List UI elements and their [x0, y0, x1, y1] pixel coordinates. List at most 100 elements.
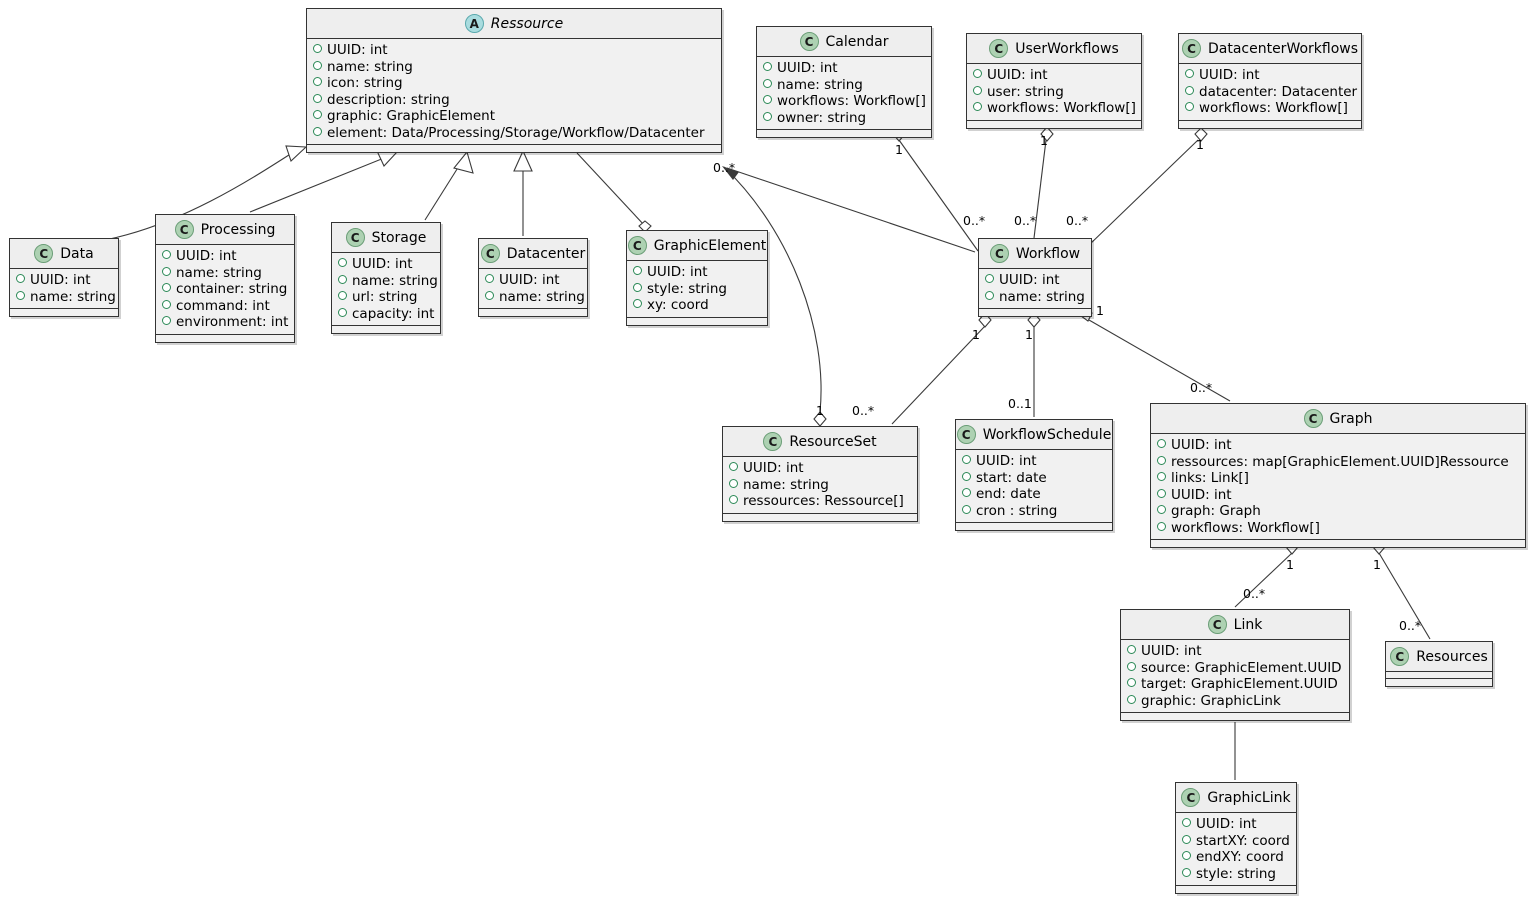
attribute-row: start: date: [962, 470, 1106, 487]
attribute-text: links: Link[]: [1171, 470, 1249, 486]
attribute-row: UUID: int: [16, 272, 112, 289]
attribute-row: name: string: [985, 289, 1085, 306]
class-methods-data: [10, 309, 118, 316]
attribute-text: style: string: [647, 280, 727, 297]
attribute-text: capacity: int: [352, 305, 435, 322]
visibility-public-icon: [1182, 867, 1191, 877]
attribute-row: description: string: [313, 92, 715, 109]
attribute-row: UUID: int: [1182, 816, 1290, 833]
visibility-public-icon: [338, 291, 347, 300]
visibility-public-icon: [162, 299, 171, 309]
visibility-public-icon: [633, 266, 642, 275]
visibility-public-icon: [729, 495, 738, 504]
attribute-row: graph: Graph: [1157, 503, 1519, 520]
class-title-datacenterworkflows: DatacenterWorkflows: [1207, 40, 1359, 57]
inheritance-arrow-processing: [376, 150, 399, 167]
attribute-row: startXY: coord: [1182, 833, 1290, 850]
attribute-row: UUID: int: [962, 453, 1106, 470]
attribute-text: workflows: Workflow[]: [1199, 100, 1348, 116]
multiplicity-label: 1: [816, 403, 824, 418]
attribute-row: UUID: int: [485, 272, 581, 289]
multiplicity-label: 0..1: [1008, 396, 1032, 411]
visibility-public-icon: [763, 95, 772, 104]
visibility-public-icon: [485, 274, 494, 283]
visibility-public-icon: [1185, 102, 1194, 111]
attribute-row: endXY: coord: [1182, 849, 1290, 866]
attribute-row: container: string: [162, 281, 288, 298]
concrete-class-badge-icon: C: [1207, 615, 1227, 634]
class-title-workflow: Workflow: [1015, 245, 1081, 262]
visibility-public-icon: [1182, 851, 1191, 860]
attribute-row: datacenter: Datacenter: [1185, 84, 1357, 101]
attribute-row: xy: coord: [633, 297, 761, 314]
class-title-data: Data: [60, 245, 94, 262]
class-methods-resourceset: [723, 513, 917, 521]
multiplicity-label: 0..*: [1014, 213, 1037, 228]
attribute-text: UUID: int: [976, 453, 1037, 469]
attribute-text: UUID: int: [987, 67, 1048, 83]
attribute-text: UUID: int: [176, 248, 237, 264]
attribute-row: name: string: [16, 289, 116, 306]
concrete-class-badge-icon: C: [956, 425, 976, 444]
visibility-public-icon: [313, 44, 322, 53]
attribute-row: icon: string: [313, 75, 715, 92]
class-attributes-resources: [1386, 672, 1492, 679]
visibility-public-icon: [313, 110, 322, 119]
attribute-text: name: string: [30, 288, 116, 305]
attribute-row: name: string: [763, 77, 925, 94]
attribute-text: endXY: coord: [1196, 849, 1284, 865]
visibility-public-icon: [729, 478, 738, 488]
visibility-public-icon: [338, 274, 347, 284]
attribute-text: style: string: [1196, 865, 1276, 882]
visibility-public-icon: [313, 93, 322, 103]
visibility-public-icon: [633, 282, 642, 292]
visibility-public-icon: [313, 126, 322, 136]
class-title-ressource: Ressource: [490, 15, 564, 32]
attribute-text: container: string: [176, 281, 288, 297]
class-methods-userworkflows: [967, 120, 1141, 128]
inheritance-arrow-datacenter: [513, 149, 533, 172]
class-title-datacenter: Datacenter: [506, 245, 586, 262]
visibility-public-icon: [1157, 472, 1166, 481]
visibility-public-icon: [985, 290, 994, 300]
abstract-class-badge-icon: A: [464, 14, 484, 33]
multiplicity-label: 0..*: [713, 160, 736, 175]
attribute-row: UUID: int: [633, 264, 761, 281]
visibility-public-icon: [962, 504, 971, 514]
visibility-public-icon: [973, 69, 982, 78]
visibility-public-icon: [973, 102, 982, 111]
attribute-row: UUID: int: [729, 460, 911, 477]
visibility-public-icon: [985, 274, 994, 283]
attribute-row: workflows: Workflow[]: [1157, 520, 1519, 537]
attribute-text: UUID: int: [352, 256, 413, 272]
multiplicity-label: 1: [972, 327, 980, 342]
